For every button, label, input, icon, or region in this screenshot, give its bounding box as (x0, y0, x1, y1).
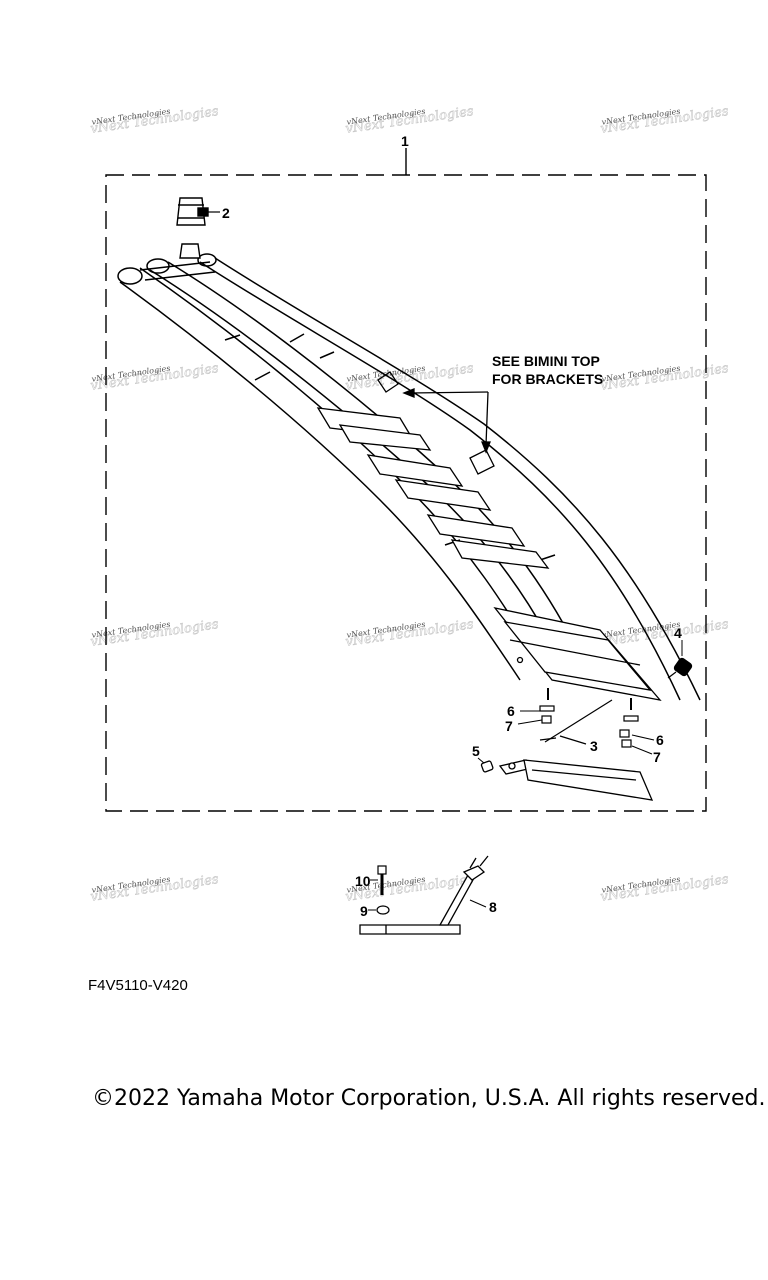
watermark: vNext Technologies vNext Technologies (89, 361, 220, 394)
watermark: vNext Technologies vNext Technologies (344, 104, 475, 137)
note-line-2: FOR BRACKETS (492, 371, 603, 387)
watermark: vNext Technologies vNext Technologies (344, 617, 475, 650)
callout-8: 8 (489, 899, 497, 915)
lower-bracket-part (359, 855, 489, 935)
strut-part (480, 759, 654, 801)
callout-leader-5 (477, 757, 485, 764)
callout-4: 4 (674, 625, 682, 641)
callout-5: 5 (472, 743, 480, 759)
watermark: vNext Technologies vNext Technologies (599, 361, 730, 394)
watermark: vNext Technologies vNext Technologies (599, 104, 730, 137)
callout-2: 2 (222, 205, 230, 221)
watermark: vNext Technologies vNext Technologies (599, 872, 730, 905)
bimini-bracket-marks (377, 371, 495, 475)
callout-7a: 7 (505, 718, 513, 734)
knob-part (667, 657, 693, 679)
callout-leader-6b (631, 734, 655, 741)
tower-slats (316, 407, 662, 701)
callout-6a: 6 (507, 703, 515, 719)
watermark: vNext Technologies vNext Technologies (89, 617, 220, 650)
callout-7b: 7 (653, 749, 661, 765)
callout-leader-8 (469, 899, 487, 908)
watermark: vNext Technologies vNext Technologies (89, 104, 220, 137)
callout-3: 3 (590, 738, 598, 754)
callout-leader-7a (517, 719, 543, 725)
watermark: vNext Technologies vNext Technologies (89, 872, 220, 905)
diagram-code: F4V5110-V420 (88, 977, 188, 994)
stud-parts (539, 688, 639, 748)
note-arrows (402, 388, 491, 454)
callout-10: 10 (355, 873, 371, 889)
copyright-notice: ©2022 Yamaha Motor Corporation, U.S.A. A… (92, 1086, 766, 1111)
bolt-part (376, 865, 390, 915)
callout-9: 9 (360, 903, 368, 919)
callout-6b: 6 (656, 732, 664, 748)
cable-part (539, 699, 613, 745)
note-line-1: SEE BIMINI TOP (492, 353, 600, 369)
assembly-callout: 1 (401, 133, 409, 149)
cap-part (176, 197, 209, 259)
callout-leader-7b (631, 745, 653, 755)
